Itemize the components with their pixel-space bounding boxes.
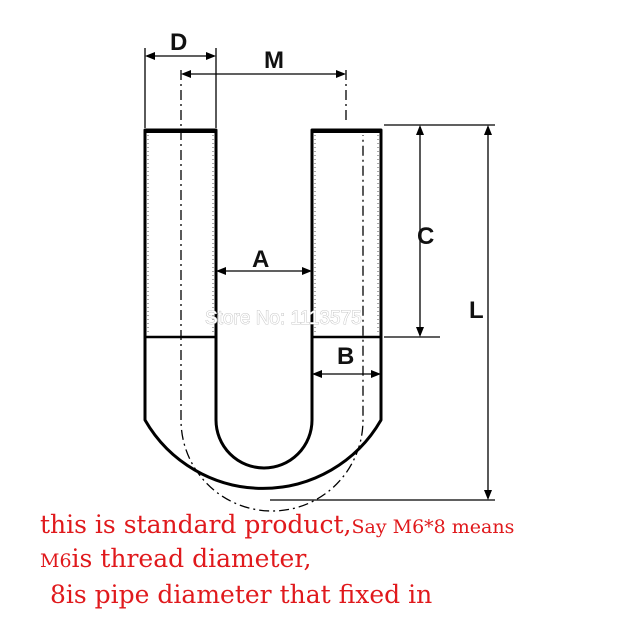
- u-bolt-outline: [143, 128, 383, 490]
- dimension-c: [384, 124, 440, 338]
- label-m: M: [264, 47, 284, 74]
- caption-line-2-code: M6: [40, 550, 72, 572]
- caption-line-3-text: is pipe diameter that fixed in: [65, 580, 433, 609]
- caption-line-3: 8is pipe diameter that fixed in: [50, 580, 624, 609]
- dimension-b: [312, 370, 381, 378]
- centerlines: [180, 70, 364, 512]
- caption-line-1: this is standard product,Say M6*8 means: [40, 510, 624, 539]
- caption-line-2: M6is thread diameter,: [40, 544, 624, 573]
- label-l: L: [469, 297, 484, 324]
- caption-line-1-main: this is standard product,: [40, 510, 352, 539]
- label-a: A: [252, 246, 269, 273]
- caption-line-1-tail: Say M6*8 means: [351, 516, 515, 538]
- thread-texture: [147, 135, 379, 335]
- store-watermark: Store No: 1113575: [205, 308, 362, 329]
- caption-line-3-num: 8: [50, 580, 66, 609]
- caption-line-2-text: is thread diameter,: [71, 544, 312, 573]
- label-c: C: [417, 223, 434, 250]
- dimension-d: [144, 48, 217, 128]
- label-b: B: [337, 343, 354, 370]
- dimension-a: [216, 267, 312, 275]
- dimension-m: [181, 70, 346, 78]
- dimension-l: [270, 124, 495, 501]
- label-d: D: [170, 29, 187, 56]
